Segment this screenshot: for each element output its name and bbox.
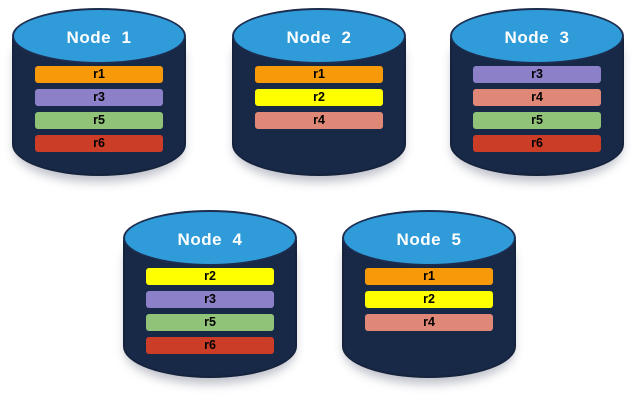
shard-label: r1 [423,269,435,284]
cylinder-top-cap: Node 2 [232,8,406,64]
shard-r2[interactable]: r2 [255,89,383,106]
database-node-5[interactable]: Node 5 r1 r2 r4 [336,208,522,390]
database-node-3[interactable]: Node 3 r3 r4 r5 r6 [444,6,630,188]
shard-label: r4 [313,113,325,128]
shard-r4[interactable]: r4 [255,112,383,129]
shard-r3[interactable]: r3 [473,66,601,83]
shard-label: r1 [313,67,325,82]
database-node-4[interactable]: Node 4 r2 r3 r5 r6 [117,208,303,390]
shard-label: r6 [531,136,543,151]
shard-r6[interactable]: r6 [35,135,163,152]
shard-label: r4 [423,315,435,330]
shard-r3[interactable]: r3 [146,291,274,308]
cylinder-top-cap: Node 1 [12,8,186,64]
shard-label: r2 [204,269,216,284]
cylinder-top-cap: Node 3 [450,8,624,64]
shard-list-node-4: r2 r3 r5 r6 [123,264,297,354]
node-title: Node 4 [177,229,243,249]
shard-r6[interactable]: r6 [146,337,274,354]
shard-list-node-1: r1 r3 r5 r6 [12,62,186,152]
database-node-2[interactable]: Node 2 r1 r2 r4 [226,6,412,188]
shard-label: r5 [93,113,105,128]
shard-label: r2 [313,90,325,105]
shard-label: r5 [531,113,543,128]
shard-list-node-2: r1 r2 r4 [232,62,406,129]
shard-r3[interactable]: r3 [35,89,163,106]
shard-label: r2 [423,292,435,307]
shard-label: r3 [93,90,105,105]
shard-list-node-5: r1 r2 r4 [342,264,516,331]
shard-r4[interactable]: r4 [473,89,601,106]
node-title: Node 2 [286,27,352,47]
shard-r1[interactable]: r1 [365,268,493,285]
shard-label: r1 [93,67,105,82]
shard-r1[interactable]: r1 [35,66,163,83]
shard-label: r3 [531,67,543,82]
node-title: Node 1 [66,27,132,47]
shard-r6[interactable]: r6 [473,135,601,152]
cylinder-top-cap: Node 5 [342,210,516,266]
node-title: Node 3 [504,27,570,47]
database-node-1[interactable]: Node 1 r1 r3 r5 r6 [6,6,192,188]
shard-label: r6 [93,136,105,151]
shard-list-node-3: r3 r4 r5 r6 [450,62,624,152]
cylinder-top-cap: Node 4 [123,210,297,266]
shard-r2[interactable]: r2 [146,268,274,285]
shard-r4[interactable]: r4 [365,314,493,331]
shard-r2[interactable]: r2 [365,291,493,308]
shard-r1[interactable]: r1 [255,66,383,83]
shard-label: r3 [204,292,216,307]
shard-r5[interactable]: r5 [146,314,274,331]
shard-label: r6 [204,338,216,353]
shard-r5[interactable]: r5 [35,112,163,129]
shard-label: r4 [531,90,543,105]
shard-label: r5 [204,315,216,330]
shard-r5[interactable]: r5 [473,112,601,129]
node-title: Node 5 [396,229,462,249]
